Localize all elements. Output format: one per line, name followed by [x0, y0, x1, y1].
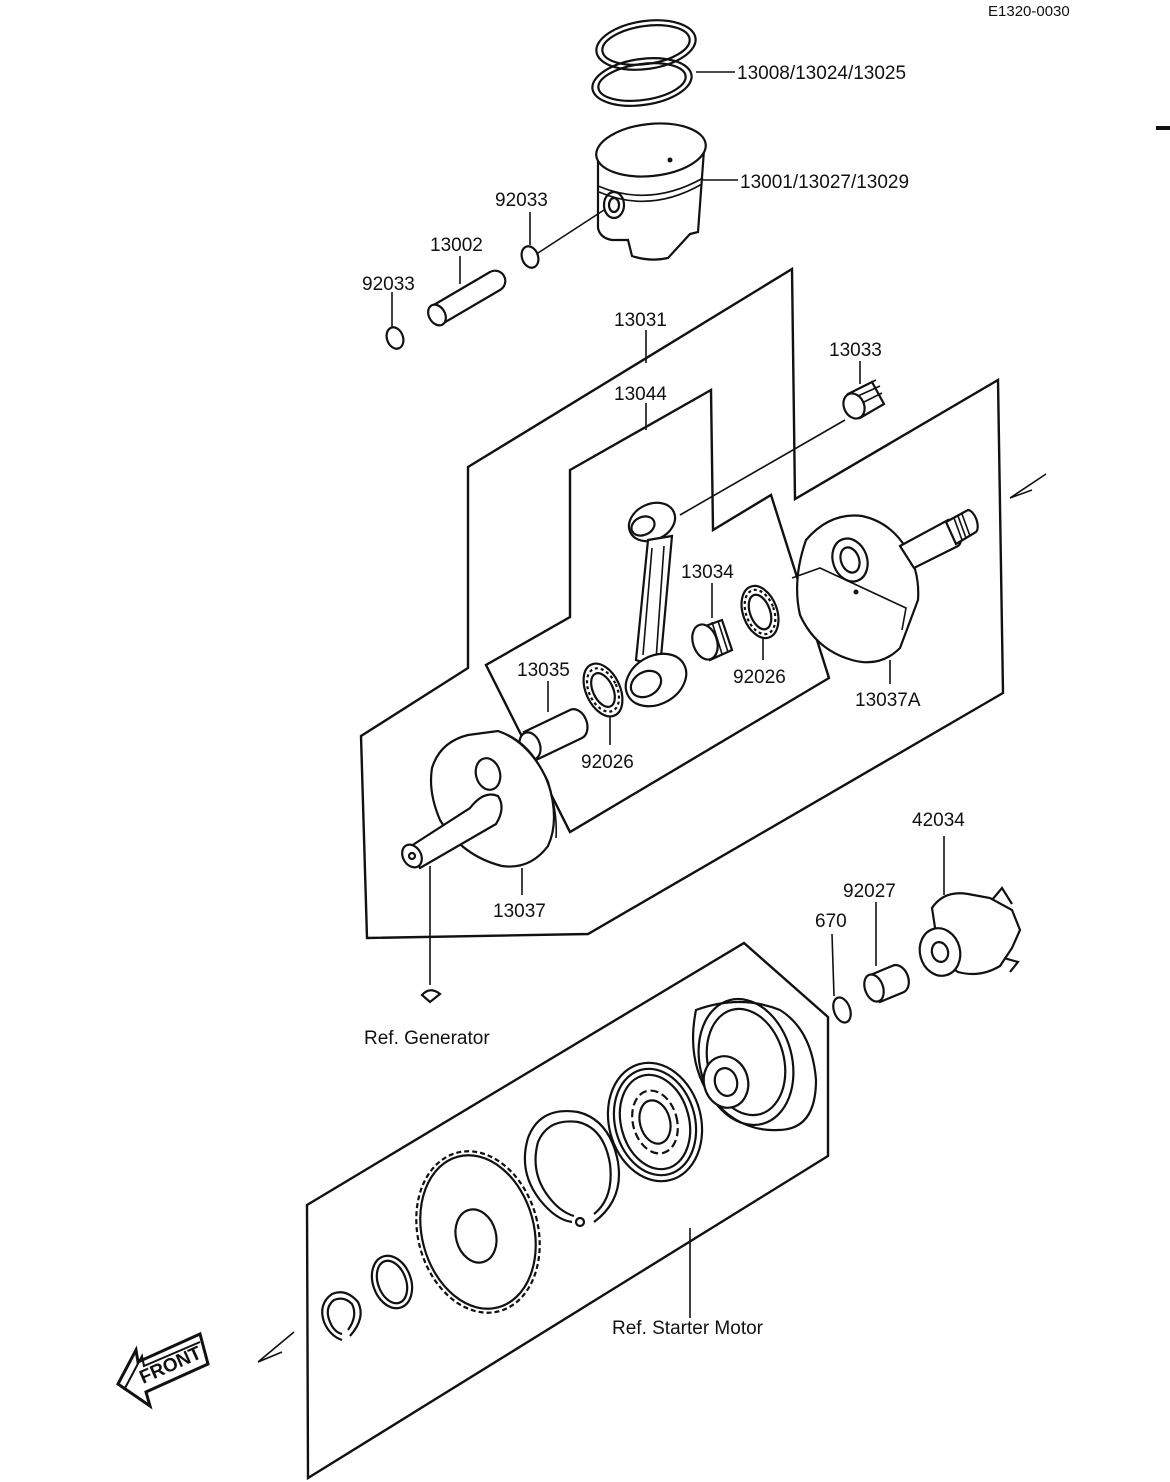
big-end-bearing[interactable]: [688, 618, 734, 663]
starter-clutch-housing[interactable]: [685, 988, 818, 1135]
label-circlip-lower: 92033: [362, 274, 415, 295]
diagram-code: E1320-0030: [988, 3, 1070, 20]
leader-circlip-670: [831, 933, 835, 997]
edge-mark: [1156, 126, 1170, 130]
flywheel-left[interactable]: [398, 729, 558, 871]
ref-generator: Ref. Generator: [364, 1028, 490, 1049]
one-way-clutch[interactable]: [595, 1052, 715, 1192]
large-circlip[interactable]: [523, 1110, 620, 1228]
starter-assembly-outline: [305, 941, 830, 1481]
thrust-washer-right[interactable]: [735, 581, 785, 643]
woodruff-key[interactable]: [420, 989, 442, 1004]
piston[interactable]: [594, 118, 709, 261]
label-crankshaft-assembly: 13031: [614, 310, 667, 331]
label-piston-rings: 13008/13024/13025: [737, 63, 906, 84]
label-flywheel-right: 13037A: [855, 690, 921, 711]
direction-arrow-upper: [1009, 473, 1047, 499]
small-end-bearing[interactable]: [839, 379, 886, 422]
label-crankpin: 13035: [517, 660, 570, 681]
label-bushing: 92027: [843, 881, 896, 902]
label-drive-hub: 42034: [912, 810, 965, 831]
label-washer-left: 92026: [581, 752, 634, 773]
label-flywheel-left: 13037: [493, 901, 546, 922]
connecting-rod-outline: [484, 387, 831, 834]
ref-starter-motor: Ref. Starter Motor: [612, 1318, 764, 1339]
label-big-end-bearing: 13034: [681, 562, 734, 583]
bushing[interactable]: [861, 963, 910, 1004]
label-washer-right: 92026: [733, 667, 786, 688]
circlip-upper[interactable]: [519, 244, 542, 270]
circlip-670[interactable]: [830, 995, 854, 1025]
thrust-washer-left[interactable]: [576, 657, 630, 722]
label-piston-pin: 13002: [430, 235, 483, 256]
piston-pin[interactable]: [425, 269, 507, 329]
piston-rings[interactable]: [589, 14, 699, 111]
direction-arrow-lower: [257, 1331, 295, 1363]
label-small-end-bearing: 13033: [829, 340, 882, 361]
label-connecting-rod: 13044: [614, 384, 667, 405]
spacer-ring[interactable]: [365, 1250, 419, 1314]
label-circlip-upper: 92033: [495, 190, 548, 211]
connecting-rod[interactable]: [616, 496, 695, 717]
crankshaft-assembly-outline: [359, 266, 1005, 940]
small-circlip[interactable]: [321, 1291, 362, 1342]
starter-gear[interactable]: [399, 1137, 557, 1326]
leader-small-end-to-rod: [679, 419, 846, 516]
drive-hub[interactable]: [914, 886, 1022, 980]
leader-circlip-to-piston: [537, 209, 605, 254]
flywheel-right[interactable]: [791, 508, 979, 664]
circlip-lower[interactable]: [384, 325, 407, 351]
front-arrow: FRONT: [116, 1331, 210, 1410]
label-circlip-670: 670: [815, 911, 847, 932]
label-piston: 13001/13027/13029: [740, 172, 909, 193]
